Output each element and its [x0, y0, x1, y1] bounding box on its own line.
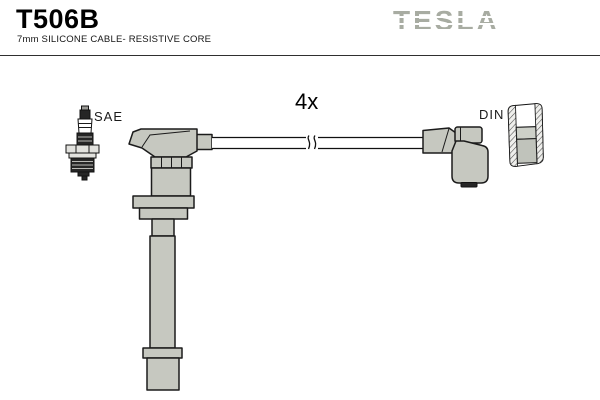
tesla-brand-logo: TESLA [391, 5, 502, 36]
header-divider [0, 55, 600, 56]
distributor-boot-icon [422, 126, 489, 188]
din-terminal-label: DIN [479, 107, 505, 122]
quantity-label: 4x [295, 89, 319, 114]
cable-break-icon [307, 135, 317, 150]
part-number: T506B [16, 4, 100, 34]
spark-plug-boot-icon [128, 128, 213, 391]
spark-plug-icon [65, 105, 100, 181]
product-subtitle: 7mm SILICONE CABLE- RESISTIVE CORE [17, 34, 212, 45]
ignition-cable-icon [212, 135, 424, 150]
din-terminal-icon [507, 103, 544, 167]
sae-terminal-label: SAE [94, 109, 124, 124]
